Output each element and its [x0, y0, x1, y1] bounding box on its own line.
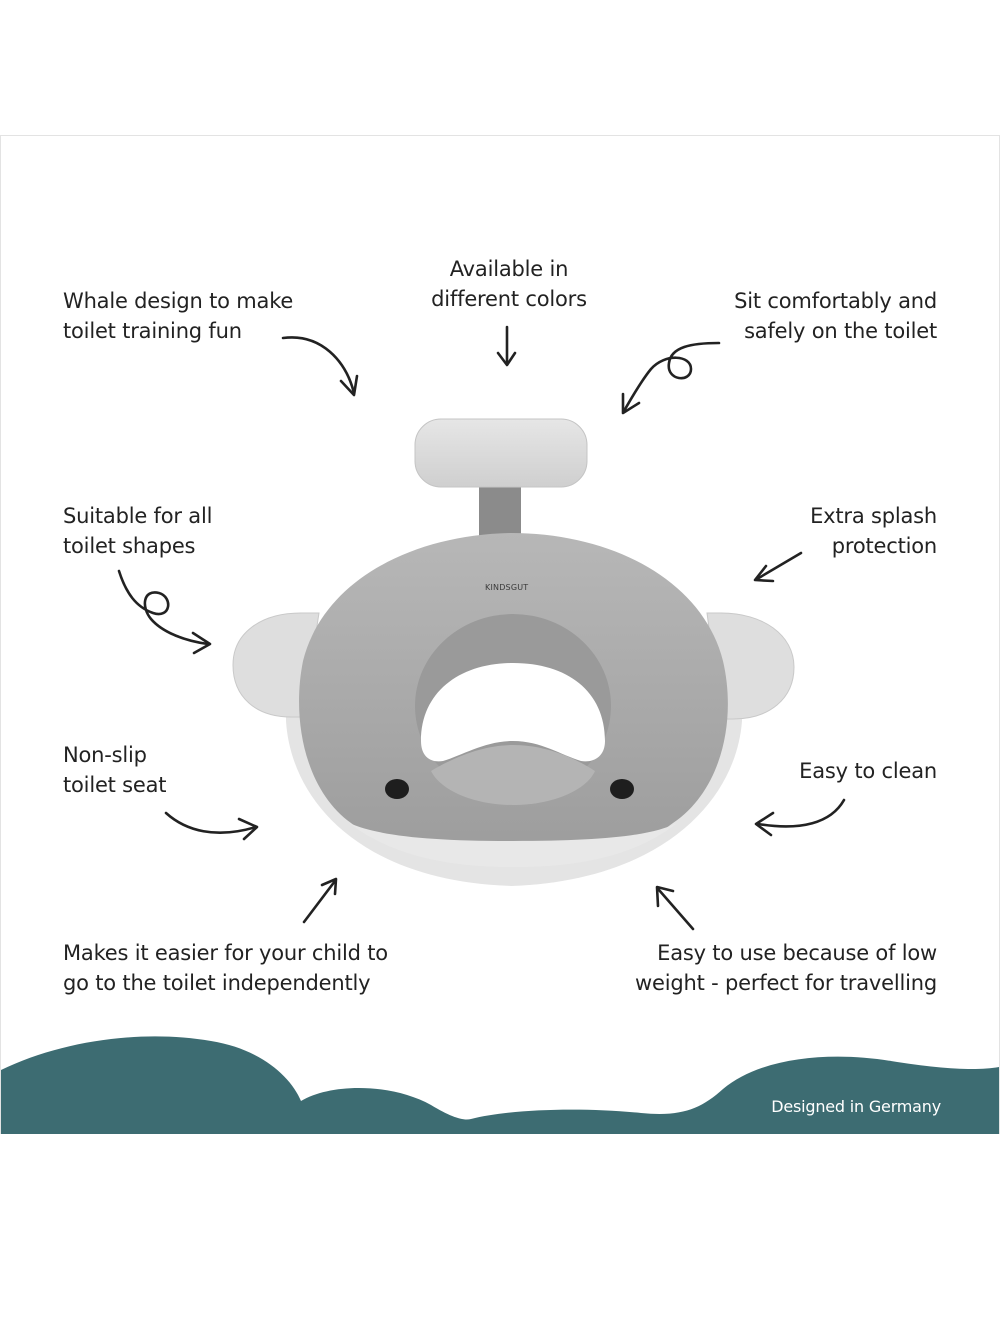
footer-wave: [1, 1036, 999, 1134]
product-card: KINDSGUT Whale design to make toilet tra…: [0, 135, 1000, 1134]
arrow-toilet-shapes: [117, 569, 212, 655]
feature-easy-clean: Easy to clean: [799, 759, 937, 783]
right-eye-icon: [610, 779, 634, 799]
feature-splash-protection: Extra splash protection: [810, 504, 937, 558]
arrow-easy-clean: [754, 798, 846, 837]
arrow-non-slip: [164, 811, 259, 841]
brand-logo: KINDSGUT: [485, 583, 529, 592]
arrow-sit-comfortably: [621, 341, 721, 415]
feature-low-weight: Easy to use because of low weight - perf…: [635, 941, 937, 995]
feature-whale-design: Whale design to make toilet training fun: [63, 289, 294, 343]
arrow-colors: [496, 325, 517, 367]
feature-colors: Available in different colors: [431, 257, 587, 311]
feature-sit-comfortably: Sit comfortably and safely on the toilet: [734, 289, 937, 343]
feature-independent: Makes it easier for your child to go to …: [63, 941, 388, 995]
feature-toilet-shapes: Suitable for all toilet shapes: [63, 504, 213, 558]
illustration: [1, 325, 999, 1134]
left-eye-icon: [385, 779, 409, 799]
potty-seat-image: [232, 418, 795, 886]
arrow-independent: [302, 877, 338, 924]
footer-designed-in-germany: Designed in Germany: [771, 1097, 941, 1116]
arrow-splash: [753, 551, 803, 583]
arrow-whale-design: [281, 336, 359, 397]
feature-non-slip: Non-slip toilet seat: [63, 743, 167, 797]
arrow-low-weight: [655, 885, 695, 931]
